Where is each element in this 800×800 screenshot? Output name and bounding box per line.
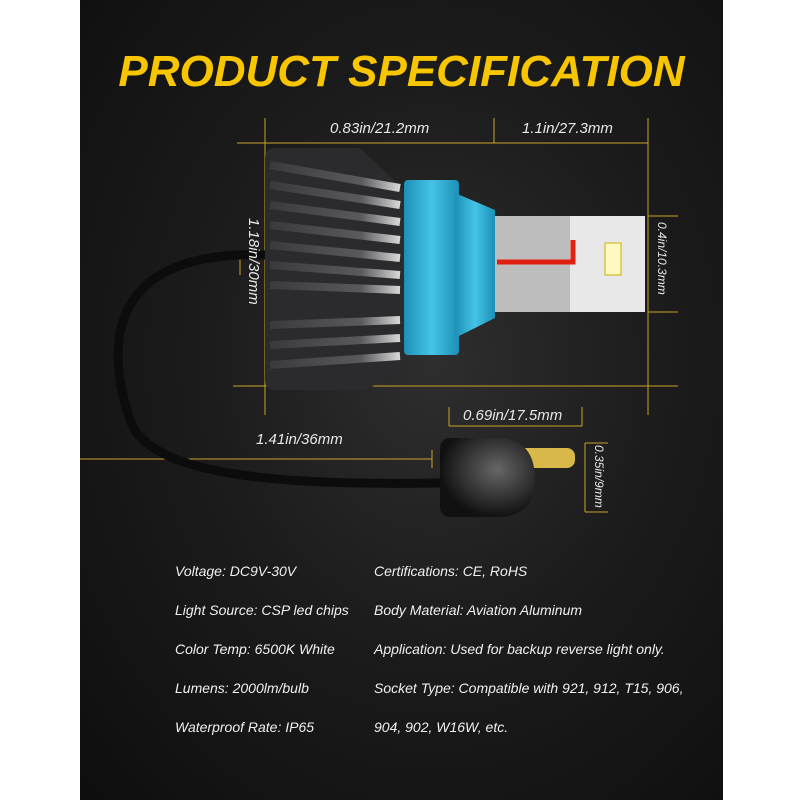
spec-certifications: Certifications: CE, RoHS bbox=[374, 563, 528, 579]
heatsink bbox=[265, 148, 405, 390]
led-chip bbox=[604, 242, 622, 276]
red-wire bbox=[497, 240, 576, 265]
spec-color-temp: Color Temp: 6500K White bbox=[175, 641, 335, 657]
spec-socket-type: Socket Type: Compatible with 921, 912, T… bbox=[374, 680, 684, 696]
dim-height: 1.18in/30mm bbox=[245, 218, 262, 305]
dim-socket-length: 0.69in/17.5mm bbox=[463, 407, 563, 424]
dim-led-height: 0.4in/10.3mm bbox=[655, 222, 669, 295]
dim-top-right: 1.1in/27.3mm bbox=[522, 120, 613, 137]
collar-ring bbox=[455, 193, 495, 338]
spec-waterproof: Waterproof Rate: IP65 bbox=[175, 719, 315, 735]
spec-voltage: Voltage: DC9V-30V bbox=[175, 563, 297, 579]
cable bbox=[113, 250, 441, 488]
dim-socket-height: 0.35in/9mm bbox=[592, 445, 606, 508]
collar bbox=[404, 180, 459, 355]
page-title: PRODUCT SPECIFICATION bbox=[118, 47, 685, 96]
spec-light-source: Light Source: CSP led chips bbox=[175, 602, 349, 618]
dim-wire-length: 1.41in/36mm bbox=[256, 431, 343, 448]
spec-application: Application: Used for backup reverse lig… bbox=[374, 641, 665, 657]
spec-socket-type-cont: 904, 902, W16W, etc. bbox=[374, 719, 509, 735]
dim-top-left: 0.83in/21.2mm bbox=[330, 120, 430, 137]
spec-body-material: Body Material: Aviation Aluminum bbox=[374, 602, 583, 618]
socket-plug bbox=[440, 438, 535, 517]
spec-lumens: Lumens: 2000lm/bulb bbox=[175, 680, 309, 696]
background-panel bbox=[80, 0, 723, 800]
